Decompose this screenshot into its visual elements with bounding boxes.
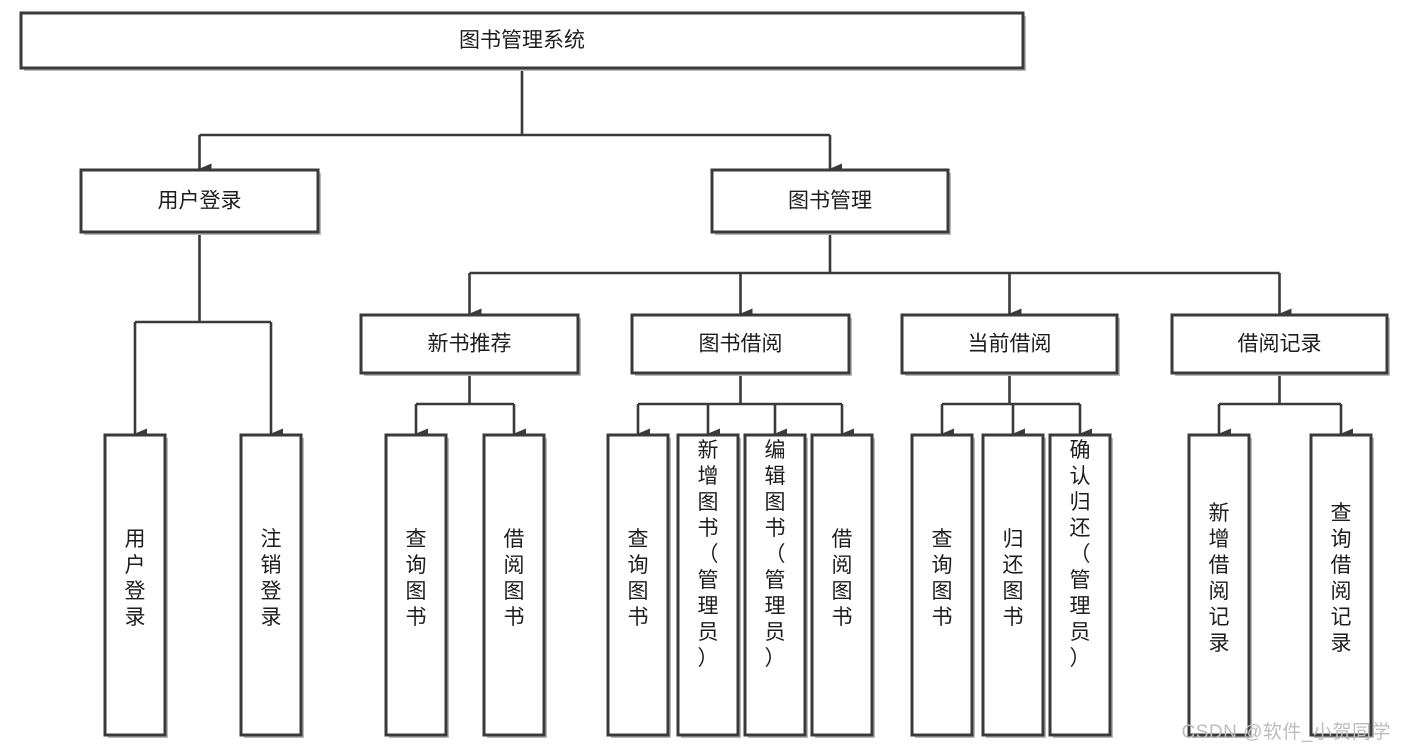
node-book-management[interactable]: 图书管理 xyxy=(710,168,951,235)
node-rect xyxy=(900,313,1119,375)
node-label: 查询图书 xyxy=(932,528,953,629)
node-label: 借阅图书 xyxy=(832,528,853,629)
node-borrow-record[interactable]: 借阅记录 xyxy=(1170,313,1390,376)
watermark-label: CSDN @软件_小贺同学 xyxy=(1181,722,1391,743)
node-rect xyxy=(384,433,448,737)
conn-current-borrow-split xyxy=(940,373,1092,440)
node-label: 当前借阅 xyxy=(968,333,1052,356)
node-leaf-add-record[interactable]: 新增借阅记录 xyxy=(1187,433,1252,738)
conn-user-login-split xyxy=(133,232,283,440)
node-leaf-query-record[interactable]: 查询借阅记录 xyxy=(1309,433,1374,738)
node-label: 新书推荐 xyxy=(428,333,512,356)
node-label: 图书管理系统 xyxy=(459,29,585,52)
node-rect xyxy=(810,433,874,737)
node-leaf-edit-book[interactable]: 编辑图书（管理员） xyxy=(743,433,808,738)
node-label: 图书管理 xyxy=(788,190,872,213)
node-rect xyxy=(676,433,740,737)
node-rect xyxy=(1170,313,1389,375)
node-label: 借阅记录 xyxy=(1238,333,1322,356)
node-user-login[interactable]: 用户登录 xyxy=(79,168,321,235)
connector-layer xyxy=(133,68,1353,440)
node-book-borrow[interactable]: 图书借阅 xyxy=(630,313,852,376)
node-label: 查询图书 xyxy=(628,528,649,629)
node-layer: 图书管理系统用户登录图书管理新书推荐图书借阅当前借阅借阅记录用户登录注销登录查询… xyxy=(19,11,1390,738)
node-leaf-confirm-return[interactable]: 确认归还（管理员） xyxy=(1048,433,1113,738)
conn-root-split xyxy=(198,68,842,175)
conn-book-management-split xyxy=(468,232,1292,320)
node-leaf-borrow-book-1[interactable]: 借阅图书 xyxy=(482,433,547,738)
node-rect xyxy=(239,433,303,737)
node-label: 编辑图书（管理员） xyxy=(765,439,786,670)
node-label: 借阅图书 xyxy=(504,528,525,629)
node-current-borrow[interactable]: 当前借阅 xyxy=(900,313,1120,376)
node-rect xyxy=(103,433,167,737)
node-rect xyxy=(630,313,851,375)
node-label: 查询借阅记录 xyxy=(1331,502,1352,655)
node-rect xyxy=(606,433,670,737)
node-label: 新增图书（管理员） xyxy=(698,439,719,670)
node-label: 确认归还（管理员） xyxy=(1070,439,1091,670)
node-leaf-return-book[interactable]: 归还图书 xyxy=(981,433,1046,738)
node-leaf-user-login[interactable]: 用户登录 xyxy=(103,433,168,738)
node-leaf-query-book-3[interactable]: 查询图书 xyxy=(910,433,975,738)
node-leaf-add-book[interactable]: 新增图书（管理员） xyxy=(676,433,741,738)
node-label: 用户登录 xyxy=(125,528,146,629)
conn-new-book-split xyxy=(414,373,526,440)
node-rect xyxy=(1187,433,1251,737)
node-rect xyxy=(1309,433,1373,737)
node-rect xyxy=(482,433,546,737)
node-rect xyxy=(743,433,807,737)
node-label: 用户登录 xyxy=(158,190,242,213)
node-leaf-query-book-1[interactable]: 查询图书 xyxy=(384,433,449,738)
node-leaf-query-book-2[interactable]: 查询图书 xyxy=(606,433,671,738)
node-label: 归还图书 xyxy=(1003,528,1024,629)
node-rect xyxy=(79,168,320,234)
conn-borrow-record-split xyxy=(1217,373,1353,440)
conn-book-borrow-split xyxy=(636,373,854,440)
node-label: 注销登录 xyxy=(261,528,282,629)
node-rect xyxy=(19,11,1025,70)
node-rect xyxy=(359,313,580,375)
node-leaf-borrow-book-2[interactable]: 借阅图书 xyxy=(810,433,875,738)
node-rect xyxy=(981,433,1045,737)
node-rect xyxy=(910,433,974,737)
node-leaf-user-logout[interactable]: 注销登录 xyxy=(239,433,304,738)
node-rect xyxy=(1048,433,1112,737)
node-new-book-recommend[interactable]: 新书推荐 xyxy=(359,313,581,376)
node-label: 新增借阅记录 xyxy=(1209,502,1230,655)
node-label: 查询图书 xyxy=(406,528,427,629)
node-label: 图书借阅 xyxy=(699,333,783,356)
node-rect xyxy=(710,168,950,234)
node-root[interactable]: 图书管理系统 xyxy=(19,11,1026,71)
